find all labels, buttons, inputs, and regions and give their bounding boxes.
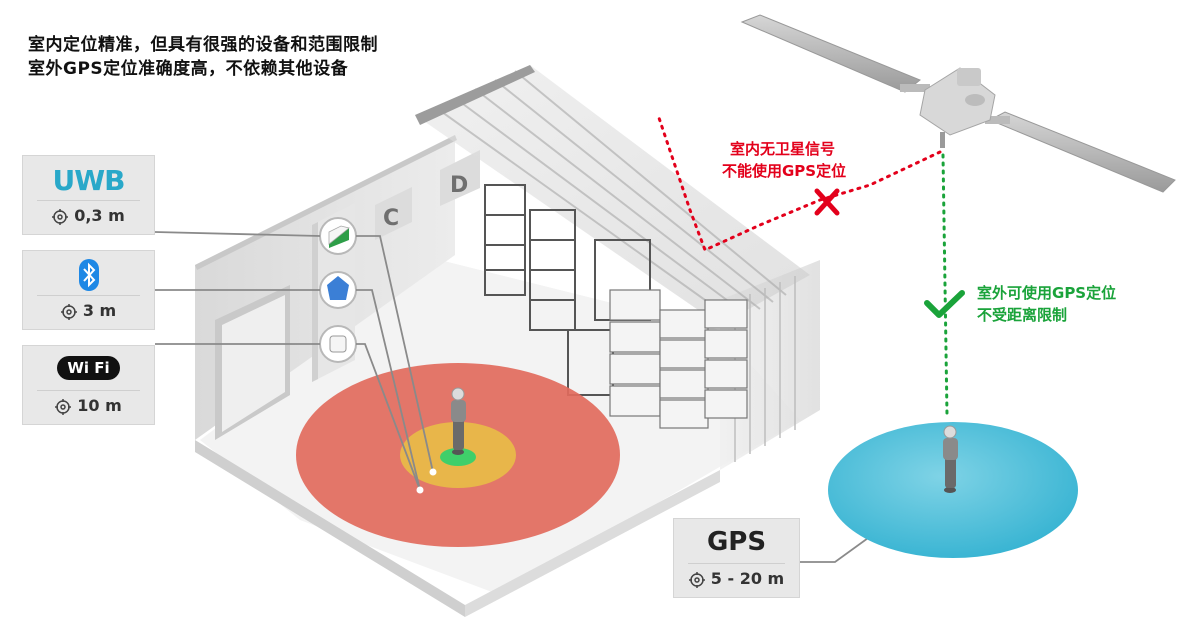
wifi-accuracy: 10 m [77, 396, 122, 415]
stacked-boxes [609, 289, 748, 429]
outdoor-note-line-1: 室外可使用GPS定位 [977, 284, 1117, 302]
target-icon [55, 399, 72, 415]
gps-accuracy: 5 - 20 m [710, 569, 785, 588]
wifi-card: Wi Fi 10 m [22, 345, 155, 425]
bluetooth-beacon-icon [319, 271, 357, 309]
bluetooth-accuracy: 3 m [82, 301, 117, 320]
gps-logo: GPS [706, 527, 767, 557]
uwb-logo: UWB [52, 164, 126, 197]
satellite-icon [740, 14, 1176, 193]
bluetooth-card: 3 m [22, 250, 155, 330]
headline-line-2: 室外GPS定位准确度高，不依赖其他设备 [28, 59, 349, 79]
gps-signal-line [941, 153, 949, 417]
indoor-person-icon [451, 387, 466, 455]
target-icon [60, 304, 77, 320]
headline-line-1: 室内定位精准，但具有很强的设备和范围限制 [28, 35, 378, 55]
gps-card: GPS 5 - 20 m [673, 518, 800, 598]
warehouse-label-c: C [383, 206, 399, 231]
outdoor-note-line-2: 不受距离限制 [977, 306, 1068, 324]
warehouse-label-d: D [450, 173, 468, 198]
wifi-logo: Wi Fi [57, 356, 120, 380]
outdoor-person-icon [943, 425, 958, 493]
target-icon [688, 572, 705, 588]
uwb-accuracy: 0,3 m [74, 206, 125, 225]
uwb-range [440, 448, 476, 466]
uwb-card: UWB 0,3 m [22, 155, 155, 235]
cross-icon [814, 188, 840, 216]
target-icon [52, 209, 69, 225]
blocked-signal-line [656, 113, 942, 253]
bluetooth-icon [78, 259, 99, 291]
wifi-router-icon [319, 325, 357, 363]
indoor-note-line-2: 不能使用GPS定位 [722, 162, 847, 180]
uwb-anchor-icon [319, 217, 357, 255]
indoor-note-line-1: 室内无卫星信号 [730, 140, 836, 158]
check-icon [924, 290, 965, 318]
